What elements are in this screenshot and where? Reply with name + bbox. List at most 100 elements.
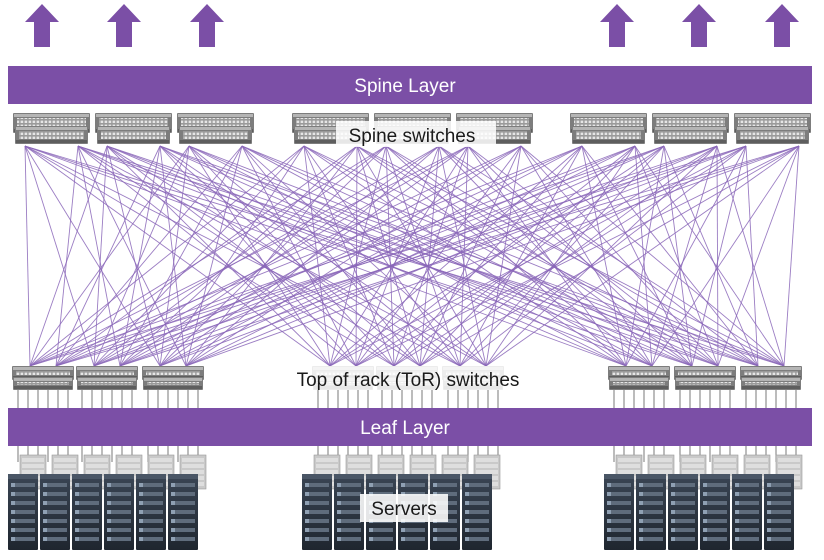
server-rack-icon: [700, 474, 730, 550]
link-line: [55, 145, 79, 367]
link-line: [717, 145, 800, 367]
link-line: [185, 145, 718, 367]
spine-switch: [736, 126, 809, 144]
link-line: [24, 145, 395, 367]
link-line: [520, 145, 653, 367]
link-line: [24, 145, 95, 367]
tor-switch: [741, 377, 801, 390]
link-line: [93, 145, 108, 367]
link-line: [303, 145, 331, 367]
link-line: [663, 145, 759, 367]
link-line: [93, 145, 305, 367]
leaf-layer-band: Leaf Layer: [8, 408, 812, 446]
spine-layer-band: Spine Layer: [8, 66, 812, 104]
link-line: [438, 145, 653, 367]
link-line: [385, 145, 627, 367]
server-rack-icon: [636, 474, 666, 550]
link-line: [241, 145, 785, 367]
link-line: [355, 145, 800, 367]
tor-switch: [143, 377, 203, 390]
link-line: [329, 145, 387, 367]
server-rack-icon: [668, 474, 698, 550]
link-line: [159, 145, 653, 367]
link-line: [329, 145, 469, 367]
link-line: [188, 145, 395, 367]
server-rack-icon: [40, 474, 70, 550]
link-line: [419, 145, 440, 367]
server-racks: [8, 454, 803, 550]
link-line: [716, 145, 719, 367]
link-line: [303, 145, 627, 367]
link-line: [93, 145, 190, 367]
link-line: [185, 145, 800, 367]
link-line: [241, 145, 421, 367]
link-line: [29, 145, 108, 367]
tor-switches-caption: Top of rack (ToR) switches: [282, 366, 534, 392]
link-line: [119, 145, 440, 367]
spine-layer-label: Spine Layer: [354, 76, 456, 97]
link-line: [303, 145, 461, 367]
link-line: [485, 145, 522, 367]
server-rack-icon: [8, 474, 38, 550]
link-line: [159, 145, 421, 367]
link-line: [303, 145, 693, 367]
link-line: [159, 145, 583, 367]
link-line: [159, 145, 747, 367]
link-line: [24, 145, 31, 367]
server-rack-icon: [168, 474, 198, 550]
link-line: [520, 145, 785, 367]
link-line: [24, 145, 693, 367]
link-line: [651, 145, 718, 367]
spine-switch: [572, 126, 645, 144]
link-line: [93, 145, 747, 367]
link-line: [355, 145, 718, 367]
link-line: [159, 145, 469, 367]
spine-switches-label: Spine switches: [349, 126, 476, 147]
link-line: [93, 145, 665, 367]
link-line: [634, 145, 785, 367]
link-line: [303, 145, 395, 367]
link-line: [29, 145, 387, 367]
link-line: [29, 145, 583, 367]
link-line: [467, 145, 693, 367]
link-line: [385, 145, 395, 367]
link-line: [663, 145, 693, 367]
link-line: [55, 145, 243, 367]
link-line: [355, 145, 440, 367]
link-line: [159, 145, 357, 367]
link-line: [459, 145, 469, 367]
servers-label: Servers: [371, 499, 436, 520]
link-line: [24, 145, 759, 367]
link-line: [93, 145, 583, 367]
link-line: [485, 145, 718, 367]
link-line: [303, 145, 759, 367]
link-line: [119, 145, 522, 367]
link-line: [77, 145, 487, 367]
link-line: [185, 145, 243, 367]
link-line: [188, 145, 331, 367]
link-line: [77, 145, 653, 367]
link-line: [29, 145, 190, 367]
uplink-arrows: [25, 4, 799, 47]
link-line: [438, 145, 785, 367]
link-line: [393, 145, 747, 367]
link-line: [55, 145, 440, 367]
link-line: [356, 145, 487, 367]
spine-switch: [179, 126, 252, 144]
link-line: [55, 145, 636, 367]
spine-switch: [654, 126, 727, 144]
link-line: [93, 145, 387, 367]
link-line: [241, 145, 719, 367]
link-line: [419, 145, 800, 367]
server-rack-icon: [302, 474, 332, 550]
spine-leaf-links: [24, 145, 800, 367]
link-line: [355, 145, 636, 367]
server-rack-icon: [764, 474, 794, 550]
link-line: [241, 145, 487, 367]
server-rack-icon: [462, 474, 492, 550]
link-line: [159, 145, 487, 367]
tor-switch: [13, 377, 73, 390]
link-line: [29, 145, 665, 367]
link-line: [485, 145, 636, 367]
link-line: [29, 145, 469, 367]
